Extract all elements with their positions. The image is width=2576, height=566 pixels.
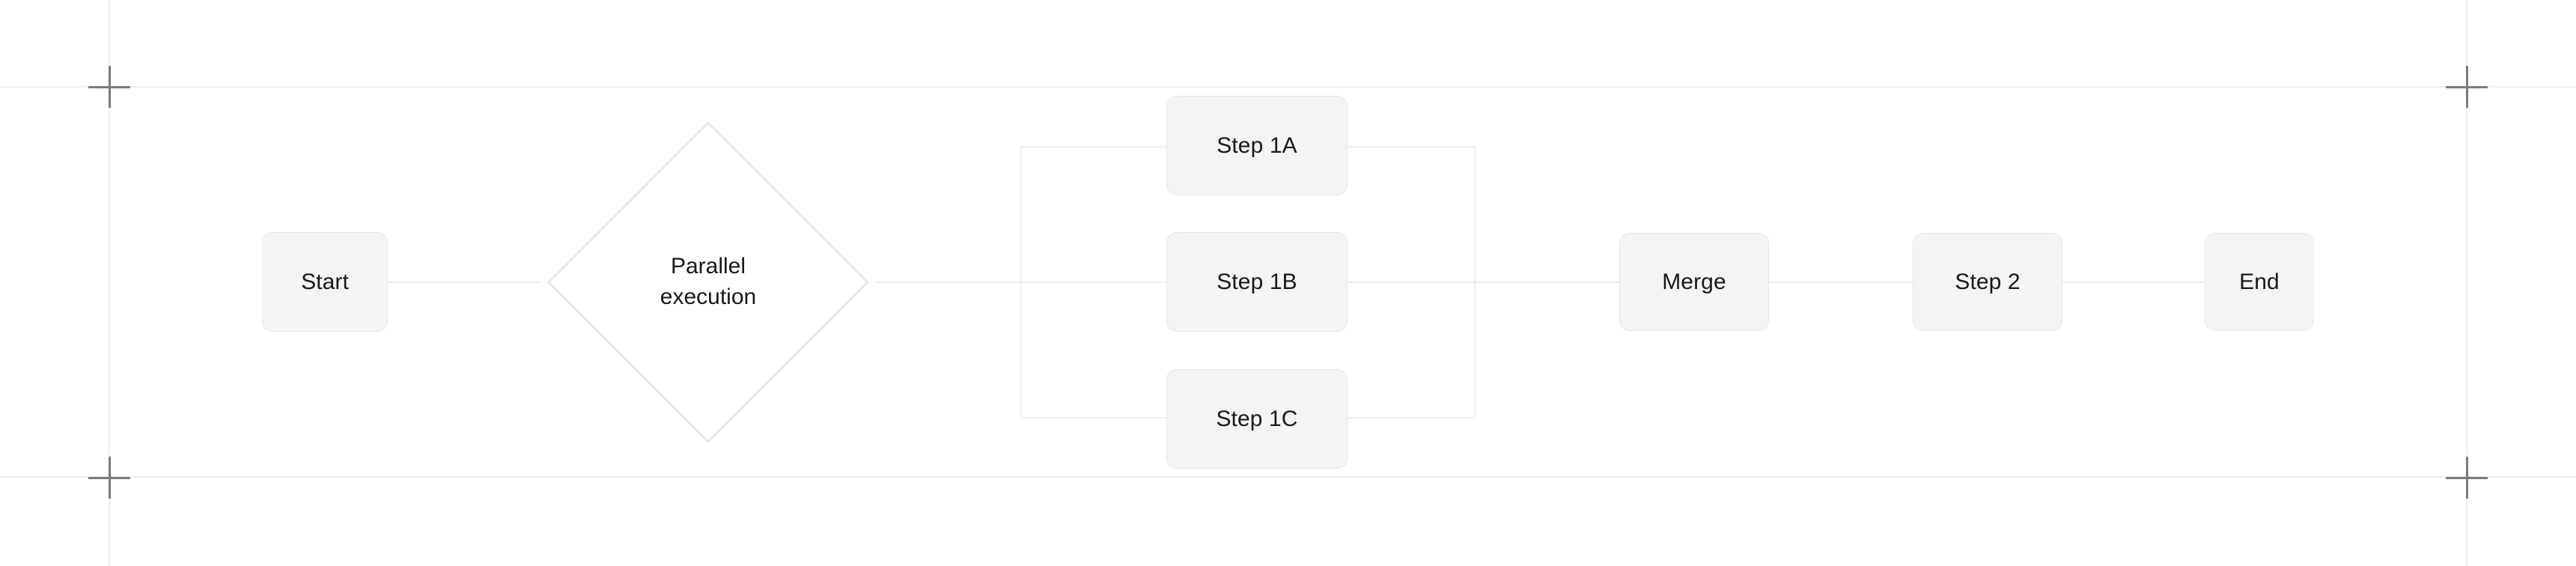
edge-start-to-gateway: [388, 282, 541, 283]
guide-line-horizontal-top: [0, 86, 2576, 88]
guide-line-horizontal-bottom: [0, 476, 2576, 478]
node-gateway-label: Parallel execution: [660, 254, 757, 309]
diamond-shape: [547, 121, 869, 443]
edge-gateway-to-bus: [876, 282, 1022, 283]
edge-bus-to-step1a: [1020, 146, 1167, 147]
guide-line-vertical-left: [109, 0, 110, 566]
edge-bus-to-step1b: [1020, 282, 1167, 283]
node-step1b-label: Step 1B: [1217, 269, 1297, 294]
node-step1b[interactable]: Step 1B: [1166, 232, 1348, 332]
node-step2-label: Step 2: [1955, 269, 2021, 294]
edge-step1a-to-bus: [1348, 146, 1476, 147]
edge-step1b-to-bus: [1348, 282, 1476, 283]
node-start-label: Start: [301, 269, 349, 294]
node-step1c-label: Step 1C: [1216, 406, 1298, 431]
node-end-label: End: [2239, 269, 2280, 294]
node-end[interactable]: End: [2205, 233, 2314, 331]
node-step1a[interactable]: Step 1A: [1166, 96, 1348, 195]
edge-step2-to-end: [2062, 282, 2205, 283]
edge-step1c-to-bus: [1348, 417, 1476, 419]
edge-bus-to-merge: [1474, 282, 1620, 283]
node-merge[interactable]: Merge: [1619, 233, 1769, 331]
guide-line-vertical-right: [2466, 0, 2467, 566]
node-step1c[interactable]: Step 1C: [1166, 369, 1348, 469]
node-start[interactable]: Start: [262, 232, 388, 332]
node-gateway[interactable]: Parallel execution: [539, 113, 877, 451]
node-step2[interactable]: Step 2: [1913, 233, 2062, 331]
edge-bus-to-step1c: [1020, 417, 1167, 419]
node-merge-label: Merge: [1662, 269, 1726, 294]
node-step1a-label: Step 1A: [1217, 133, 1297, 158]
edge-merge-to-step2: [1769, 282, 1913, 283]
